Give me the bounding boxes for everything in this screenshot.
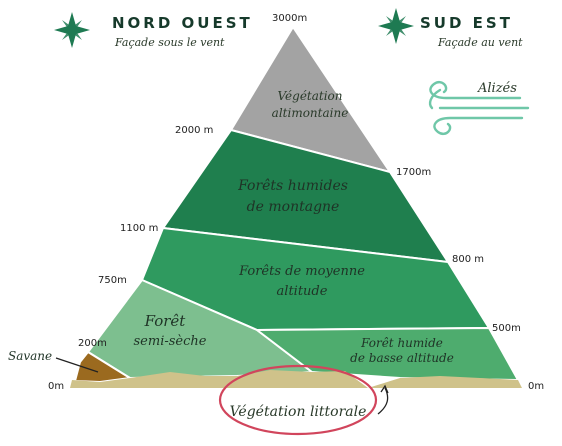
label-semi-seche-1: Forêt (144, 312, 187, 330)
savane-pointer (55, 357, 99, 373)
label-humides-montagne-1: Forêts humides (237, 178, 348, 194)
label-altimontaine-2: altimontaine (272, 106, 349, 120)
alt-right-500: 500m (492, 323, 521, 334)
alt-left-2000: 2000 m (175, 125, 213, 136)
label-humides-montagne-2: de montagne (247, 199, 340, 215)
label-basse-altitude-2: de basse altitude (350, 351, 454, 365)
alt-left-200: 200m (78, 338, 107, 349)
alt-right-800: 800 m (452, 254, 484, 265)
label-altimontaine-1: Végétation (277, 89, 342, 103)
alt-left-1100: 1100 m (120, 223, 158, 234)
alt-left-750: 750m (98, 275, 127, 286)
wind-label: Alizés (477, 81, 517, 96)
summit-altitude: 3000m (272, 13, 307, 24)
littoral-arrow (377, 387, 389, 415)
label-moyenne-altitude-1: Forêts de moyenne (238, 264, 365, 279)
littoral-label: Végétation littorale (230, 404, 367, 420)
littoral-arrow-head (380, 384, 389, 394)
compass-star-icon-right (378, 8, 414, 44)
littoral-highlight-circle (218, 364, 378, 436)
alt-right-0: 0m (528, 381, 544, 392)
alt-left-0: 0m (48, 381, 64, 392)
header-left-subtitle: Façade sous le vent (114, 36, 225, 49)
header-right-subtitle: Façade au vent (437, 36, 523, 49)
header-right-title: SUD EST (420, 14, 513, 32)
label-semi-seche-2: semi-sèche (134, 334, 207, 349)
label-savane: Savane (8, 349, 52, 363)
coastal-strip (70, 370, 522, 388)
label-basse-altitude-1: Forêt humide (360, 336, 443, 350)
header-left-title: NORD OUEST (112, 14, 253, 32)
label-moyenne-altitude-2: altitude (277, 284, 328, 299)
alt-right-1700: 1700m (396, 167, 431, 178)
compass-star-icon-left (54, 12, 90, 48)
wind-icon (428, 80, 530, 136)
